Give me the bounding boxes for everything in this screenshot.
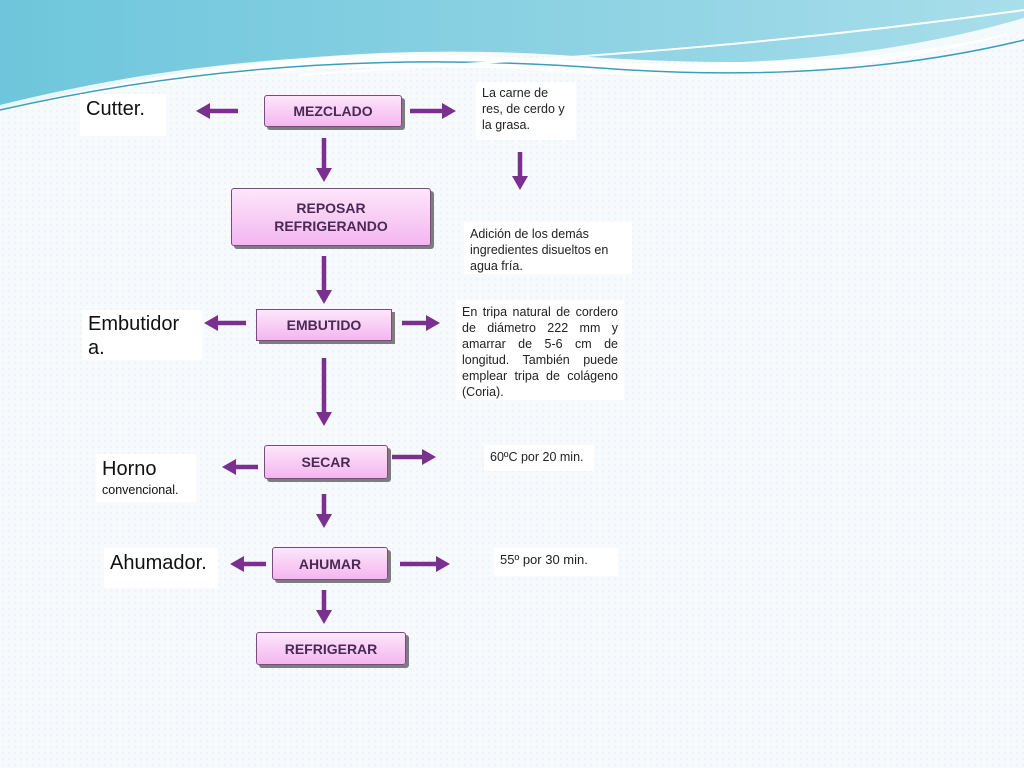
equipment-horno-sublabel: convencional. [102,483,179,497]
equipment-horno: Horno convencional. [96,454,196,502]
equipment-embutidora: Embutidora. [82,310,202,360]
note-ingredients: La carne de res, de cerdo y la grasa. [476,82,576,140]
equipment-cutter-label: Cutter. [86,98,145,120]
note-secar-condition: 60ºC por 20 min. [484,445,594,471]
wave-highlight [0,18,1024,112]
step-reposar-line1: REPOSAR [296,200,366,216]
top-wave [0,0,1024,110]
equipment-horno-label: Horno [102,458,157,480]
note-tripa: En tripa natural de cordero de diámetro … [456,300,624,400]
step-refrigerar: REFRIGERAR [256,632,406,665]
step-mezclado: MEZCLADO [264,95,402,127]
equipment-ahumador-label: Ahumador. [110,552,207,574]
equipment-embutidora-label: Embutidora. [88,313,180,359]
note-adicion: Adición de los demás ingredientes disuel… [464,222,632,274]
step-secar: SECAR [264,445,388,479]
step-reposar-line2: REFRIGERANDO [274,218,388,234]
step-embutido: EMBUTIDO [256,309,392,341]
step-ahumar: AHUMAR [272,547,388,580]
step-reposar-refrigerando: REPOSAR REFRIGERANDO [231,188,431,246]
equipment-cutter: Cutter. [80,94,166,136]
note-ahumar-condition: 55º por 30 min. [494,548,618,576]
wave-line-1 [0,39,1024,111]
wave-line-2 [299,9,1024,76]
equipment-ahumador: Ahumador. [104,548,218,588]
